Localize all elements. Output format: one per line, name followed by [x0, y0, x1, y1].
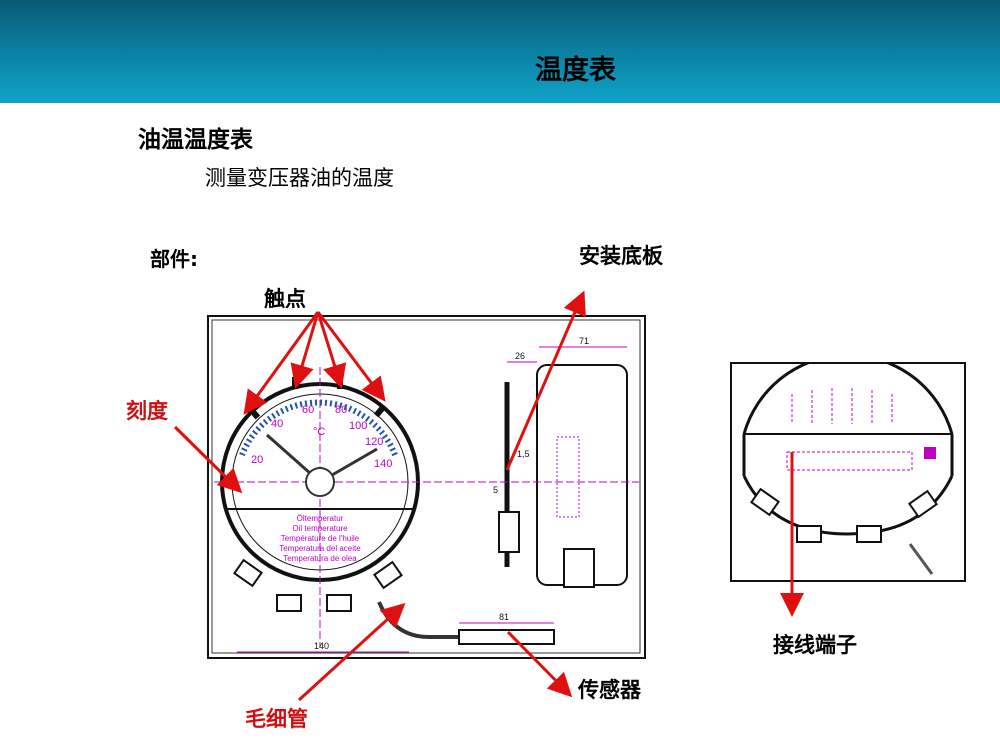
unit-label: °C	[313, 426, 325, 438]
terminal-svg	[742, 353, 954, 575]
contacts-label: 触点	[264, 287, 306, 311]
parts-label: 部件:	[150, 247, 198, 271]
terminals-label: 接线端子	[773, 633, 857, 657]
sensor-label: 传感器	[578, 678, 641, 702]
terminal-detail-drawing	[730, 353, 966, 582]
scale-number: 20	[251, 454, 263, 466]
mounting-plate-arrow	[505, 290, 586, 471]
section-subtitle: 油温温度表	[138, 127, 253, 153]
capillary-arrow	[297, 602, 406, 702]
thermometer-drawing: 20 40 60 80 100 120 140 °C Öltemperatur …	[207, 315, 646, 659]
dial-text: Température de l'huile	[281, 534, 360, 543]
dimension-140: 140	[314, 641, 329, 651]
dial-text: Oil temperature	[292, 524, 348, 533]
scale-number: 120	[365, 436, 383, 448]
dimension-71: 71	[579, 336, 589, 346]
capillary-label: 毛细管	[245, 707, 308, 731]
dimension-1-5: 1,5	[517, 449, 530, 459]
slide-title: 温度表	[535, 55, 616, 86]
scale-number: 140	[374, 458, 392, 470]
scale-number: 40	[271, 418, 283, 430]
title-banner: 温度表	[0, 0, 1000, 103]
dial-text: Temperatura del aceite	[279, 544, 361, 553]
mounting-plate-label: 安装底板	[579, 244, 663, 268]
dimension-81: 81	[499, 612, 509, 622]
dimension-5: 5	[493, 485, 498, 495]
scale-number: 60	[302, 404, 314, 416]
drawing-svg: 20 40 60 80 100 120 140 °C Öltemperatur …	[211, 319, 641, 654]
scale-label: 刻度	[126, 399, 168, 423]
scale-arrow	[173, 425, 243, 494]
dimension-26: 26	[515, 351, 525, 361]
section-description: 测量变压器油的温度	[205, 166, 394, 190]
scale-number: 100	[349, 420, 367, 432]
dial-text: Temperatura de olea	[283, 554, 357, 563]
scale-number: 80	[335, 404, 347, 416]
sensor-arrow	[506, 630, 573, 698]
contact-arrows	[243, 311, 386, 415]
dial-text: Öltemperatur	[297, 514, 344, 523]
